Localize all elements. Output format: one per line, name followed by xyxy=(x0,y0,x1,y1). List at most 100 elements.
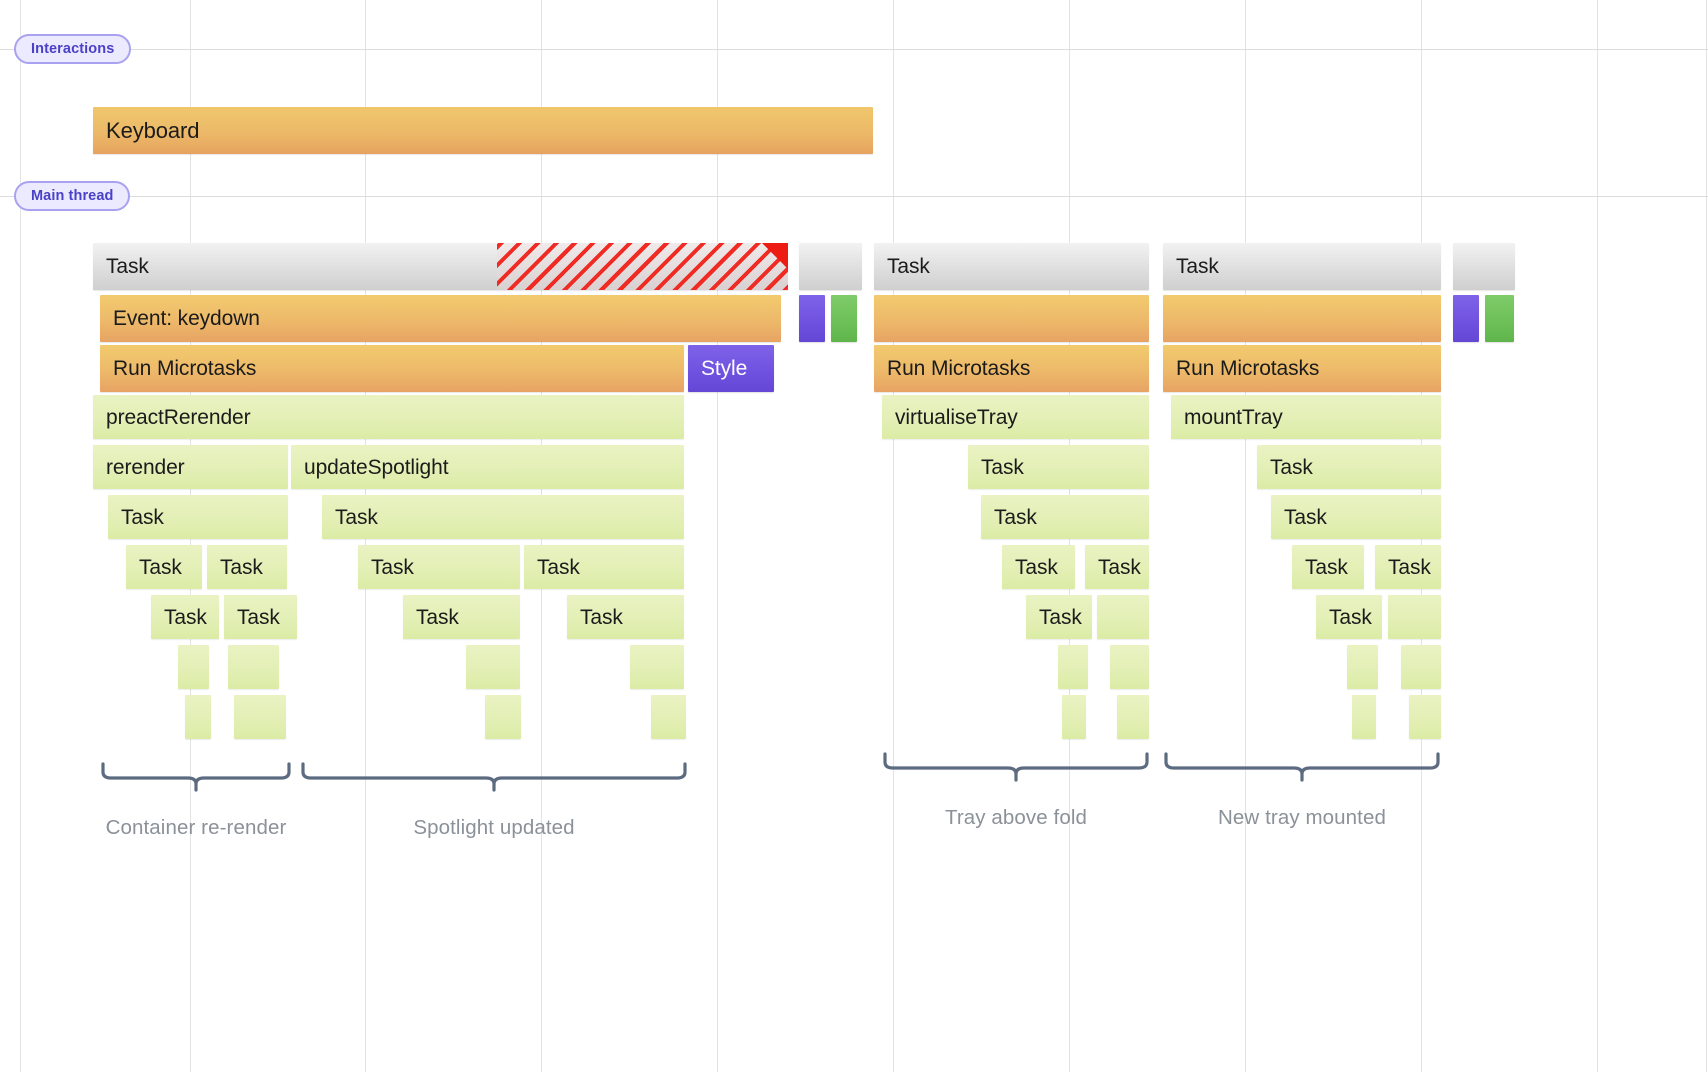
flame-bar-event[interactable] xyxy=(874,295,1149,342)
flame-bar-leaf[interactable] xyxy=(1409,695,1441,739)
annotation-label-spotlight-updated: Spotlight updated xyxy=(413,816,575,839)
flame-bar-event-keydown[interactable]: Event: keydown xyxy=(100,295,781,342)
annotation-bracket xyxy=(882,750,1150,782)
flame-bar-task[interactable]: Task xyxy=(1316,595,1382,639)
flame-bar-label: Task xyxy=(580,605,623,629)
long-task-warning-overlay[interactable] xyxy=(497,243,788,290)
flame-bar-task[interactable]: Task xyxy=(567,595,684,639)
flame-bar-leaf[interactable] xyxy=(485,695,521,739)
gridline-vertical xyxy=(1706,0,1707,1072)
flame-bar-label: Run Microtasks xyxy=(113,357,257,380)
flame-bar-label: mountTray xyxy=(1184,405,1283,429)
flame-bar-task[interactable]: Task xyxy=(224,595,297,639)
flame-bar-label: Task xyxy=(371,555,414,579)
flame-bar-label: Task xyxy=(994,505,1037,529)
flame-bar-leaf[interactable] xyxy=(466,645,520,689)
flame-bar-paint-small[interactable] xyxy=(1485,295,1514,342)
flame-bar-paint-small[interactable] xyxy=(831,295,857,342)
flame-bar-label: Task xyxy=(1039,605,1082,629)
flame-bar-mount-tray[interactable]: mountTray xyxy=(1171,395,1441,439)
flame-bar-label: Task xyxy=(220,555,263,579)
flame-bar-label: updateSpotlight xyxy=(304,455,449,479)
flame-bar-leaf[interactable] xyxy=(630,645,684,689)
annotation-bracket xyxy=(100,760,292,792)
flame-bar-task-small[interactable] xyxy=(1453,243,1515,290)
flame-bar-task-small[interactable] xyxy=(799,243,862,290)
flame-bar-task[interactable]: Task xyxy=(322,495,684,539)
track-label-main-thread-text: Main thread xyxy=(31,188,114,204)
flame-bar-task[interactable]: Task xyxy=(981,495,1149,539)
flame-bar-label: Task xyxy=(1388,555,1431,579)
flame-bar-label: Task xyxy=(164,605,207,629)
flame-bar-task[interactable]: Task xyxy=(1271,495,1441,539)
track-separator-main-thread xyxy=(0,196,1708,197)
flame-bar-label: Task xyxy=(981,455,1024,479)
flame-bar-label: Task xyxy=(887,255,930,278)
flame-bar-label: Task xyxy=(1015,555,1058,579)
flame-bar-task[interactable]: Task xyxy=(524,545,684,589)
flame-bar-style[interactable]: Style xyxy=(688,345,774,392)
flame-bar-leaf[interactable] xyxy=(1117,695,1149,739)
flame-bar-leaf[interactable] xyxy=(651,695,686,739)
flame-bar-label: Task xyxy=(1098,555,1141,579)
flame-bar-task[interactable]: Task xyxy=(1292,545,1364,589)
flame-bar-leaf[interactable] xyxy=(1097,595,1149,639)
annotation-bracket xyxy=(300,760,688,792)
flame-bar-task[interactable]: Task xyxy=(1163,243,1441,290)
flame-bar-task[interactable]: Task xyxy=(358,545,520,589)
flame-bar-task[interactable]: Task xyxy=(207,545,287,589)
flame-bar-label: Run Microtasks xyxy=(1176,357,1320,380)
flame-bar-task[interactable]: Task xyxy=(968,445,1149,489)
annotation-label-tray-above-fold: Tray above fold xyxy=(944,806,1088,829)
flame-bar-run-microtasks[interactable]: Run Microtasks xyxy=(874,345,1149,392)
flame-bar-task[interactable]: Task xyxy=(1375,545,1441,589)
flame-bar-leaf[interactable] xyxy=(1347,645,1378,689)
annotation-label-container-re-render: Container re-render xyxy=(105,816,287,839)
flame-bar-style-small[interactable] xyxy=(799,295,825,342)
flame-bar-virtualise-tray[interactable]: virtualiseTray xyxy=(882,395,1149,439)
flame-bar-leaf[interactable] xyxy=(228,645,279,689)
flame-bar-label: Task xyxy=(1176,255,1219,278)
flame-bar-leaf[interactable] xyxy=(1110,645,1149,689)
flame-bar-task[interactable]: Task xyxy=(1085,545,1149,589)
flame-bar-label: Task xyxy=(1270,455,1313,479)
flame-bar-task[interactable]: Task xyxy=(1257,445,1441,489)
flame-bar-task[interactable]: Task xyxy=(403,595,520,639)
flame-bar-event[interactable] xyxy=(1163,295,1441,342)
flame-bar-run-microtasks[interactable]: Run Microtasks xyxy=(100,345,684,392)
long-task-corner-triangle-icon xyxy=(762,243,788,269)
flame-bar-run-microtasks[interactable]: Run Microtasks xyxy=(1163,345,1441,392)
flame-bar-leaf[interactable] xyxy=(1401,645,1441,689)
flame-bar-leaf[interactable] xyxy=(1062,695,1086,739)
flame-bar-leaf[interactable] xyxy=(1352,695,1376,739)
track-separator-interactions xyxy=(0,49,1708,50)
track-label-interactions-text: Interactions xyxy=(31,41,115,57)
flame-bar-task[interactable]: Task xyxy=(1026,595,1092,639)
flame-bar-leaf[interactable] xyxy=(1388,595,1441,639)
flame-bar-label: Task xyxy=(1305,555,1348,579)
gridline-vertical xyxy=(1245,0,1246,1072)
track-label-main-thread[interactable]: Main thread xyxy=(14,181,131,211)
flame-bar-task[interactable]: Task xyxy=(1002,545,1075,589)
flame-bar-leaf[interactable] xyxy=(178,645,209,689)
flame-bar-rerender[interactable]: rerender xyxy=(93,445,288,489)
flame-bar-label: Task xyxy=(139,555,182,579)
flame-bar-preact-rerender[interactable]: preactRerender xyxy=(93,395,684,439)
flame-bar-task[interactable]: Task xyxy=(108,495,288,539)
flame-bar-task[interactable]: Task xyxy=(126,545,202,589)
flame-bar-label: virtualiseTray xyxy=(895,405,1018,429)
flame-bar-label: preactRerender xyxy=(106,405,251,429)
flame-bar-leaf[interactable] xyxy=(234,695,286,739)
track-label-interactions[interactable]: Interactions xyxy=(14,34,132,64)
flame-bar-update-spotlight[interactable]: updateSpotlight xyxy=(291,445,684,489)
flame-bar-style-small[interactable] xyxy=(1453,295,1479,342)
flame-bar-task[interactable]: Task xyxy=(151,595,219,639)
annotation-label-new-tray-mounted: New tray mounted xyxy=(1218,806,1386,829)
flame-bar-label: rerender xyxy=(106,455,185,479)
flame-bar-leaf[interactable] xyxy=(185,695,211,739)
flame-bar-leaf[interactable] xyxy=(1058,645,1088,689)
flame-bar-task[interactable]: Task xyxy=(874,243,1149,290)
interaction-event-keyboard[interactable]: Keyboard xyxy=(93,107,873,154)
gridline-vertical xyxy=(1597,0,1598,1072)
